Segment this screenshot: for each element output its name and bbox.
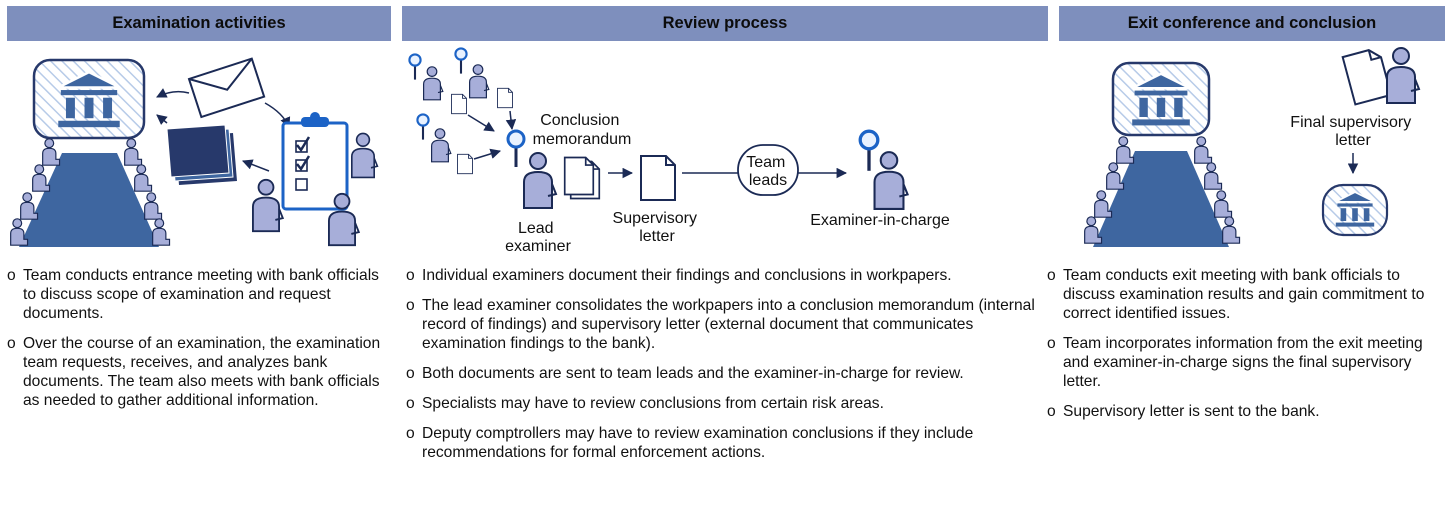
meeting-table bbox=[19, 153, 159, 247]
person-icon bbox=[423, 66, 444, 101]
label-line: Final supervisory bbox=[1290, 114, 1411, 131]
paper-icon bbox=[497, 87, 513, 109]
label-line: letter bbox=[1335, 132, 1371, 149]
review-illustration: Conclusion memorandum Lead examiner Supe… bbox=[408, 47, 950, 255]
bullet-item: Specialists may have to review conclusio… bbox=[406, 394, 1048, 413]
seated-person-icon bbox=[152, 218, 171, 246]
conclusion-memo-label: Conclusion memorandum bbox=[533, 112, 632, 148]
label-line: Conclusion bbox=[540, 112, 619, 129]
person-icon bbox=[469, 64, 490, 99]
paper-icon bbox=[457, 153, 473, 175]
examiner-in-charge-icon bbox=[873, 151, 909, 210]
documents-stack-icon bbox=[166, 124, 237, 185]
person-icon bbox=[251, 178, 284, 233]
seated-person-icon bbox=[42, 138, 61, 166]
label-line: Lead bbox=[518, 220, 554, 237]
seated-person-icon bbox=[1214, 190, 1233, 218]
bullet-item: Team conducts entrance meeting with bank… bbox=[7, 266, 391, 323]
magnifier-icon bbox=[858, 129, 880, 173]
arrow bbox=[473, 148, 502, 160]
seated-person-icon bbox=[1204, 162, 1223, 190]
checklist-clipboard-icon bbox=[281, 112, 349, 211]
exit-illustration: Final supervisory letter bbox=[1084, 47, 1420, 247]
arrow bbox=[156, 88, 190, 98]
final-letter-label: Final supervisory letter bbox=[1290, 114, 1415, 149]
memorandum-stack-icon bbox=[563, 156, 601, 200]
bullet-list: Individual examiners document their find… bbox=[406, 266, 1048, 473]
arrow bbox=[242, 159, 270, 172]
seated-person-icon bbox=[10, 218, 29, 246]
arrow bbox=[467, 114, 495, 132]
paper-icon bbox=[451, 93, 467, 115]
label-line: Team bbox=[746, 154, 785, 171]
bullet-item: Both documents are sent to team leads an… bbox=[406, 364, 1048, 383]
panel-review-process: Review process Conclusion memorandum bbox=[402, 0, 1048, 519]
supervisory-letter-icon bbox=[640, 155, 676, 201]
bullet-item: Supervisory letter is sent to the bank. bbox=[1047, 402, 1445, 421]
bullet-item: Deputy comptrollers may have to review e… bbox=[406, 424, 1048, 462]
panel-title: Exit conference and conclusion bbox=[1059, 6, 1445, 41]
label-line: Supervisory bbox=[613, 210, 697, 227]
lead-examiner-icon bbox=[522, 151, 558, 210]
seated-person-icon bbox=[124, 138, 143, 166]
seated-person-icon bbox=[144, 192, 163, 220]
examination-illustration bbox=[10, 57, 379, 247]
meeting-table bbox=[1093, 151, 1229, 247]
panel-title: Examination activities bbox=[7, 6, 391, 41]
person-icon bbox=[350, 132, 379, 179]
panel-title: Review process bbox=[402, 6, 1048, 41]
seated-person-icon bbox=[1222, 216, 1241, 244]
seated-person-icon bbox=[32, 164, 51, 192]
examiner-in-charge-label: Examiner-in-charge bbox=[810, 212, 950, 229]
seated-person-icon bbox=[134, 164, 153, 192]
team-leads-label: Team leads bbox=[746, 154, 790, 189]
magnifier-icon bbox=[408, 53, 422, 81]
bullet-item: Individual examiners document their find… bbox=[406, 266, 1048, 285]
seated-person-icon bbox=[1084, 216, 1103, 244]
bullet-list: Team conducts exit meeting with bank off… bbox=[1047, 266, 1445, 432]
lead-examiner-label: Lead examiner bbox=[505, 220, 571, 255]
label-line: letter bbox=[639, 228, 675, 245]
seated-person-icon bbox=[1094, 190, 1113, 218]
final-letter-icon bbox=[1341, 49, 1393, 106]
magnifier-icon bbox=[506, 129, 526, 169]
magnifier-icon bbox=[416, 113, 430, 141]
label-line: memorandum bbox=[533, 131, 632, 148]
individual-examiners bbox=[408, 47, 513, 175]
seated-person-icon bbox=[1116, 136, 1135, 164]
bullet-item: Over the course of an examination, the e… bbox=[7, 334, 391, 410]
arrow bbox=[156, 114, 168, 126]
team-leads-node bbox=[737, 144, 799, 196]
person-icon bbox=[431, 128, 452, 163]
person-icon bbox=[1386, 47, 1420, 104]
panel-exit-conference: Exit conference and conclusion Final sup… bbox=[1047, 0, 1445, 519]
magnifier-icon bbox=[454, 47, 468, 75]
seated-person-icon bbox=[1194, 136, 1213, 164]
supervisory-letter-label: Supervisory letter bbox=[613, 210, 702, 245]
arrow bbox=[505, 110, 517, 131]
envelope-icon bbox=[187, 57, 266, 119]
panel-examination-activities: Examination activities bbox=[7, 0, 391, 519]
bullet-item: Team conducts exit meeting with bank off… bbox=[1047, 266, 1445, 323]
seated-person-icon bbox=[20, 192, 39, 220]
bullet-list: Team conducts entrance meeting with bank… bbox=[7, 266, 391, 421]
seated-person-icon bbox=[1106, 162, 1125, 190]
bullet-item: Team incorporates information from the e… bbox=[1047, 334, 1445, 391]
label-line: leads bbox=[749, 172, 787, 189]
bullet-item: The lead examiner consolidates the workp… bbox=[406, 296, 1048, 353]
label-line: examiner bbox=[505, 238, 571, 255]
